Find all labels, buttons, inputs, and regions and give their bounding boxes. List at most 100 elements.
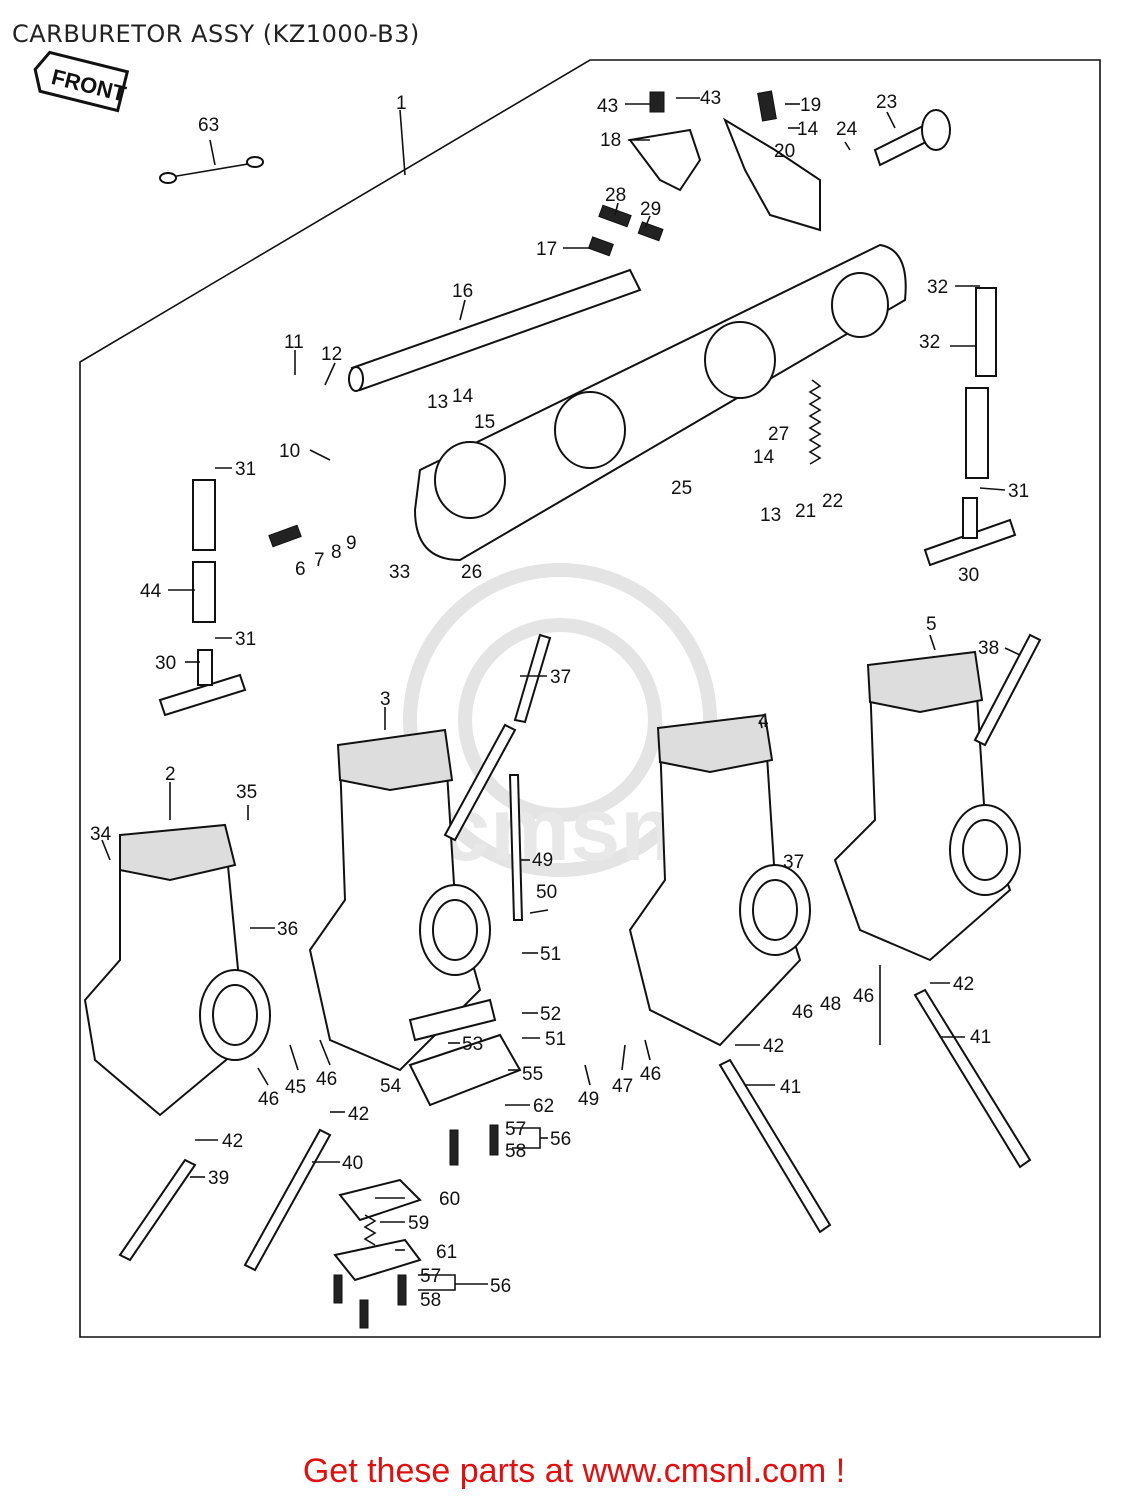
callout-31: 31 (1008, 481, 1029, 502)
callout-49: 49 (578, 1089, 599, 1110)
callout-58: 58 (420, 1290, 441, 1311)
callout-57: 57 (505, 1119, 526, 1140)
front-direction-tag: FRONT (33, 50, 130, 113)
callout-46: 46 (316, 1069, 337, 1090)
callout-14: 14 (753, 447, 775, 468)
callout-55: 55 (522, 1064, 543, 1085)
callout-32: 32 (927, 277, 948, 298)
callout-13: 13 (760, 505, 781, 526)
callout-42: 42 (953, 974, 974, 995)
callout-57: 57 (420, 1266, 441, 1287)
callout-43: 43 (597, 96, 618, 117)
callout-19: 19 (800, 95, 821, 116)
part-number-callouts: 63 1 43 43 19 14 23 24 18 20 28 29 17 32… (90, 88, 1029, 1311)
carburetor-exploded-diagram: cmsnl FRONT (33, 50, 1101, 1338)
throttle-shaft-16 (348, 268, 642, 392)
callout-30: 30 (155, 653, 176, 674)
callout-1: 1 (396, 93, 407, 114)
callout-29: 29 (640, 199, 661, 220)
hose-37 (513, 633, 552, 724)
spring-27 (808, 379, 822, 465)
callout-21: 21 (795, 501, 816, 522)
callout-56: 56 (490, 1276, 511, 1297)
diagram-border (79, 59, 1101, 1338)
callout-3: 3 (380, 689, 391, 710)
callout-12: 12 (321, 344, 342, 365)
fuel-pipe-32 (965, 287, 997, 479)
fuel-pipe-44 (192, 479, 216, 623)
carburetor-3 (308, 728, 491, 1072)
callout-45: 45 (285, 1077, 306, 1098)
callout-16: 16 (452, 281, 473, 302)
callout-38: 38 (978, 638, 999, 659)
callout-56: 56 (550, 1129, 571, 1150)
callout-10: 10 (279, 441, 300, 462)
callout-34: 34 (90, 824, 112, 845)
callout-60: 60 (439, 1189, 460, 1210)
callout-22: 22 (822, 491, 843, 512)
callout-11: 11 (284, 332, 304, 353)
hose-40 (243, 1128, 332, 1272)
callout-23: 23 (876, 92, 897, 113)
diagram-title: CARBURETOR ASSY (KZ1000-B3) (12, 20, 420, 48)
callout-26: 26 (461, 562, 482, 583)
callout-47: 47 (612, 1076, 633, 1097)
callout-32: 32 (919, 332, 940, 353)
callout-46: 46 (258, 1089, 279, 1110)
callout-46: 46 (792, 1002, 813, 1023)
callout-28: 28 (605, 185, 626, 206)
callout-46: 46 (640, 1064, 661, 1085)
callout-14: 14 (452, 386, 474, 407)
leader-lines (101, 97, 1021, 1291)
callout-63: 63 (198, 115, 219, 136)
mounting-bracket-26 (413, 243, 907, 562)
callout-42: 42 (222, 1131, 243, 1152)
hose-39 (118, 1158, 197, 1262)
callout-39: 39 (208, 1168, 229, 1189)
callout-24: 24 (836, 119, 858, 140)
callout-37: 37 (550, 667, 571, 688)
callout-41: 41 (970, 1027, 991, 1048)
callout-40: 40 (342, 1153, 363, 1174)
callout-14: 14 (797, 119, 819, 140)
hose-41-right (913, 988, 1032, 1169)
callout-36: 36 (277, 919, 298, 940)
callout-52: 52 (540, 1004, 561, 1025)
callout-58: 58 (505, 1141, 526, 1162)
callout-37: 37 (783, 852, 804, 873)
callout-4: 4 (758, 711, 769, 732)
callout-51: 51 (545, 1029, 566, 1050)
callout-2: 2 (165, 764, 176, 785)
callout-53: 53 (462, 1034, 483, 1055)
callout-62: 62 (533, 1096, 554, 1117)
callout-33: 33 (389, 562, 410, 583)
hose-37-lower (443, 723, 517, 842)
callout-61: 61 (436, 1242, 457, 1263)
fuel-tee-30-right (923, 497, 1017, 567)
callout-20: 20 (774, 141, 795, 162)
callout-27: 27 (768, 424, 789, 445)
callout-31: 31 (235, 459, 256, 480)
hose-38 (973, 633, 1042, 747)
callout-18: 18 (600, 130, 621, 151)
callout-46: 46 (853, 986, 874, 1007)
callout-31: 31 (235, 629, 256, 650)
callout-6: 6 (295, 559, 306, 580)
callout-17: 17 (536, 239, 557, 260)
rod-49 (508, 774, 524, 921)
callout-49: 49 (532, 850, 553, 871)
callout-25: 25 (671, 478, 692, 499)
footer-cta-link[interactable]: Get these parts at www.cmsnl.com ! (302, 1452, 846, 1490)
callout-59: 59 (408, 1213, 429, 1234)
carburetor-4 (628, 713, 811, 1047)
carburetor-5 (833, 650, 1021, 962)
bolts (268, 90, 951, 1329)
watermark-logo: cmsnl (403, 563, 717, 880)
callout-54: 54 (380, 1076, 402, 1097)
callout-35: 35 (236, 782, 257, 803)
callout-8: 8 (331, 542, 342, 563)
callout-5: 5 (926, 614, 937, 635)
callout-48: 48 (820, 994, 841, 1015)
callout-30: 30 (958, 565, 979, 586)
watermark-text: cmsnl (440, 780, 700, 880)
